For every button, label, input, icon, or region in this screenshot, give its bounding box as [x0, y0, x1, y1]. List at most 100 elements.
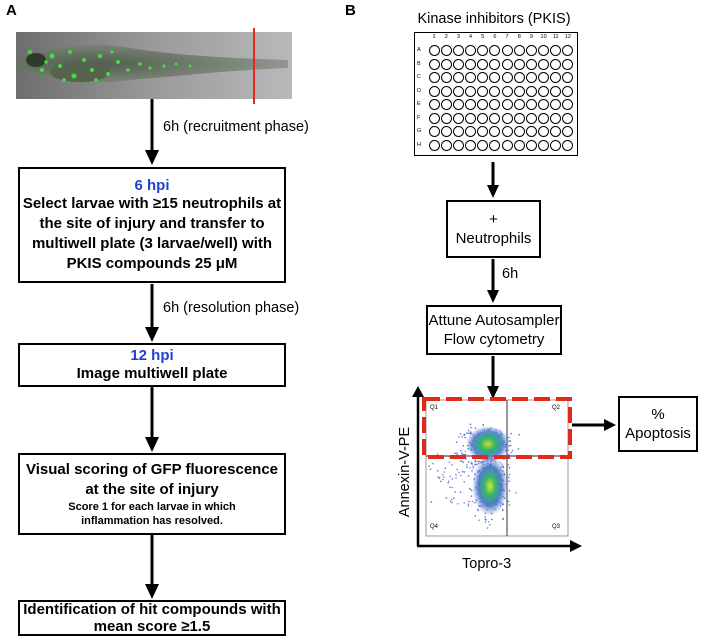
- plate-column-label: 9: [529, 34, 533, 40]
- box3-small-line-2: inflammation has resolved.: [81, 515, 223, 527]
- scatter-point: [463, 471, 466, 473]
- plate-well: [562, 99, 574, 111]
- hpi12-title: 12 hpi: [130, 346, 174, 364]
- scatter-point: [474, 459, 477, 462]
- scatter-point: [438, 477, 441, 479]
- percent-sign: %: [651, 406, 665, 423]
- neutrophils-box: + Neutrophils: [446, 200, 541, 258]
- scatter-point: [508, 436, 511, 439]
- plate-row-label: D: [417, 87, 421, 94]
- plate-well: [465, 126, 477, 138]
- scatter-point: [464, 436, 467, 439]
- scatter-point: [474, 463, 477, 466]
- plate-well: [440, 99, 452, 111]
- scatter-point: [457, 503, 459, 505]
- plate-column-label: 7: [505, 34, 509, 40]
- scatter-point: [463, 453, 465, 456]
- plate-well: [489, 85, 501, 97]
- scatter-point: [470, 426, 473, 429]
- plate-well: [428, 112, 440, 124]
- scatter-point: [449, 486, 451, 488]
- plate-well: [489, 112, 501, 124]
- scatter-point: [508, 489, 511, 492]
- plate-well: [428, 72, 440, 84]
- scatter-point: [447, 480, 450, 483]
- recruitment-phase-label: 6h (recruitment phase): [163, 119, 309, 135]
- plate-column-label: 4: [469, 34, 473, 40]
- scatter-point: [437, 476, 440, 479]
- plate-well: [538, 85, 550, 97]
- panel-label-a: A: [6, 2, 17, 19]
- plate-well: [477, 99, 489, 111]
- scatter-point: [484, 515, 486, 518]
- plate-well: [562, 126, 574, 138]
- plate-well: [477, 126, 489, 138]
- plate-well: [562, 72, 574, 84]
- scatter-point: [428, 465, 430, 467]
- plate-well: [452, 85, 464, 97]
- scatter-point: [461, 470, 464, 473]
- visual-scoring-box: Visual scoring of GFP fluorescence at th…: [18, 453, 286, 535]
- scatter-point: [515, 492, 517, 494]
- plate-well: [489, 58, 501, 70]
- scatter-point: [456, 468, 459, 471]
- plate-well: [465, 139, 477, 151]
- scatter-point: [470, 462, 473, 465]
- plate-well: [550, 85, 562, 97]
- plate-well: [465, 45, 477, 57]
- panel-label-b: B: [345, 2, 356, 19]
- plate-well: [513, 112, 525, 124]
- plate-well: [452, 45, 464, 57]
- scatter-point: [507, 464, 510, 466]
- plate-well: [477, 72, 489, 84]
- plate-well: [440, 85, 452, 97]
- plate-well: [465, 72, 477, 84]
- plate-column-label: 11: [552, 34, 559, 40]
- box3-small-line-1: Score 1 for each larvae in which: [68, 501, 236, 513]
- scatter-point: [458, 471, 460, 474]
- scatter-point: [469, 466, 471, 469]
- plate-well: [452, 112, 464, 124]
- plate-well: [538, 58, 550, 70]
- plate-well: [428, 58, 440, 70]
- plate-well: [550, 72, 562, 84]
- scatter-point: [444, 467, 447, 470]
- plate-well: [501, 139, 513, 151]
- plate-well: [513, 85, 525, 97]
- scatter-point: [468, 500, 470, 503]
- scatter-point: [430, 501, 433, 503]
- scatter-point: [440, 480, 442, 483]
- select-larvae-box: 6 hpi Select larvae with ≥15 neutrophils…: [18, 167, 286, 283]
- scatter-point: [501, 508, 504, 511]
- plate-well: [525, 99, 537, 111]
- scatter-point: [518, 433, 520, 436]
- apoptosis-box: % Apoptosis: [618, 396, 698, 452]
- plate-well: [489, 72, 501, 84]
- plate-well: [501, 72, 513, 84]
- population-lower: [472, 456, 508, 516]
- plate-well: [538, 126, 550, 138]
- plate-well: [440, 72, 452, 84]
- plate-well: [477, 85, 489, 97]
- plate-well: [513, 72, 525, 84]
- scatter-point: [447, 482, 450, 484]
- plate-well: [501, 99, 513, 111]
- plate-well: [501, 126, 513, 138]
- scatter-point: [478, 460, 480, 463]
- plate-column-label: 3: [456, 34, 460, 40]
- scatter-point: [429, 468, 432, 471]
- plate-well: [538, 45, 550, 57]
- scatter-point: [476, 508, 479, 511]
- x-axis-label: Topro-3: [462, 556, 512, 572]
- plate-well: [440, 126, 452, 138]
- plate-column-label: 8: [517, 34, 521, 40]
- plate-well: [477, 45, 489, 57]
- apoptosis-gate: [422, 397, 572, 459]
- scatter-point: [449, 500, 452, 503]
- plate-well: [440, 139, 452, 151]
- plate-title: Kinase inhibitors (PKIS): [417, 11, 571, 27]
- plate-well: [477, 139, 489, 151]
- plate-column-label: 1: [432, 34, 436, 40]
- scatter-point: [464, 450, 467, 453]
